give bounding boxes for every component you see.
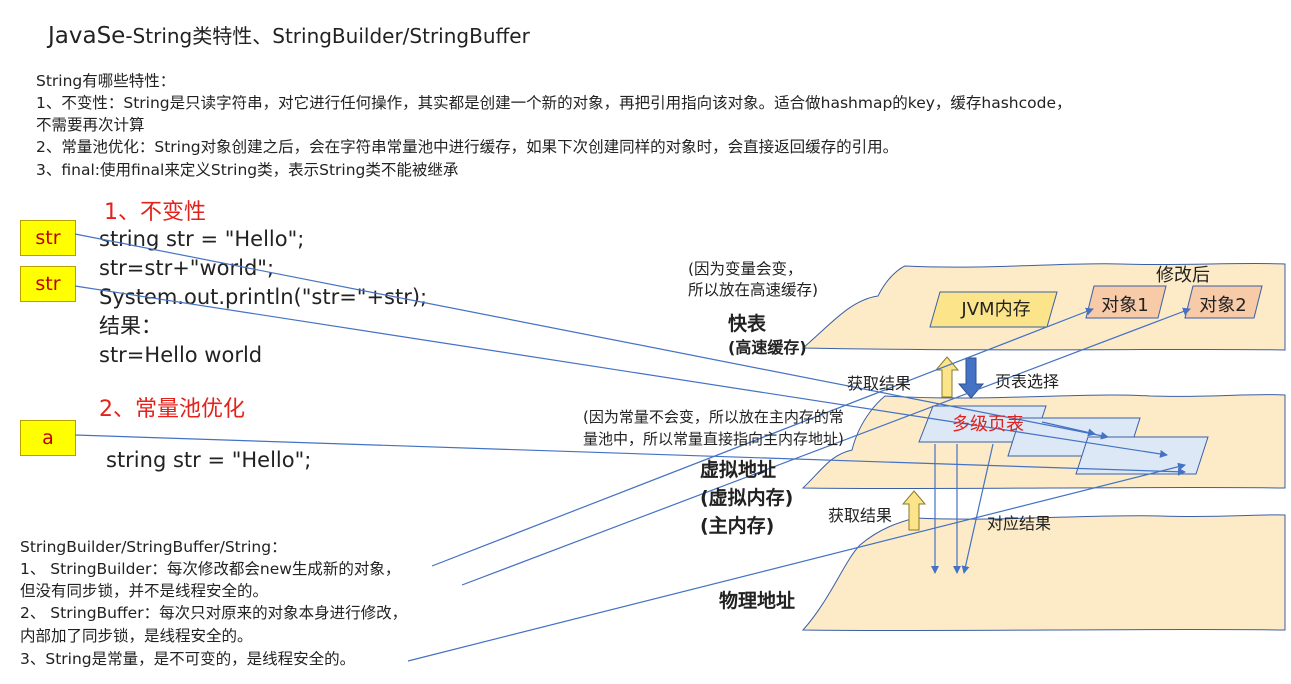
variable-box-a: a [20,420,76,456]
variable-box-str-1: str [20,220,76,256]
code-line-1: string str = "Hello"; [99,227,305,251]
title-main: JavaSe [48,23,126,49]
builder-heading: StringBuilder/StringBuffer/String： [20,538,287,556]
builder-line-2: 但没有同步锁，并不是线程安全的。 [20,582,269,600]
code-line-const: string str = "Hello"; [106,448,312,472]
multi-page-table-label: 多级页表 [952,414,1024,435]
feature-item-1-line-1: 1、不变性：String是只读字符串，对它进行任何操作，其实都是创建一个新的对象… [36,94,1072,112]
feature-item-1-line-2: 不需要再次计算 [36,116,145,134]
object-1-label: 对象1 [1101,295,1149,316]
builder-line-4: 内部加了同步锁，是线程安全的。 [20,627,253,645]
get-result-top-label: 获取结果 [847,374,912,393]
virtual-address-label: 虚拟地址 [700,459,777,481]
object-2-shape [1184,285,1263,319]
const-note-line-2: 量池中，所以常量直接指向主内存地址) [583,430,844,448]
object-2-label: 对象2 [1199,295,1247,316]
down-arrow-icon [957,357,985,399]
jvm-memory-label: JVM内存 [961,299,1031,320]
code-line-3: System.out.println("str="+str); [99,285,428,309]
section-2-heading: 2、常量池优化 [99,397,245,422]
const-note-line-1: (因为常量不会变，所以放在主内存的常 [583,408,844,426]
main-memory-label: (主内存) [700,515,775,537]
up-arrow-bottom-icon [901,490,927,531]
fast-table-label: 快表 [728,313,767,335]
virtual-memory-label: (虚拟内存) [700,487,794,509]
section-1-heading: 1、不变性 [104,200,206,225]
code-line-4: 结果： [99,314,162,338]
page-title: JavaSe-String类特性、StringBuilder/StringBuf… [48,20,530,49]
modified-label: 修改后 [1156,265,1210,286]
cache-note-line-2: 所以放在高速缓存) [688,281,819,299]
corresponding-result-label: 对应结果 [987,514,1052,533]
fast-table-sub-label: (高速缓存) [728,338,807,357]
features-heading: String有哪些特性： [36,72,176,90]
code-line-2: str=str+"world"; [99,256,275,280]
variable-box-str-2: str [20,266,76,302]
cache-note-line-1: (因为变量会变， [688,260,803,278]
builder-line-5: 3、String是常量，是不可变的，是线程安全的。 [20,650,356,668]
feature-item-3: 3、final:使用final来定义String类，表示String类不能被继承 [36,161,459,179]
physical-layer [801,514,1286,632]
builder-line-3: 2、 StringBuffer：每次只对原来的对象本身进行修改， [20,604,408,622]
physical-address-label: 物理地址 [719,590,796,612]
object-1-shape [1085,285,1167,319]
title-rest: -String类特性、StringBuilder/StringBuffer [125,24,530,48]
page-select-label: 页表选择 [995,372,1060,391]
get-result-bottom-label: 获取结果 [828,506,893,525]
builder-line-1: 1、 StringBuilder：每次修改都会new生成新的对象， [20,560,401,578]
feature-item-2: 2、常量池优化：String对象创建之后，会在字符串常量池中进行缓存，如果下次创… [36,138,899,156]
code-line-5: str=Hello world [99,343,263,367]
